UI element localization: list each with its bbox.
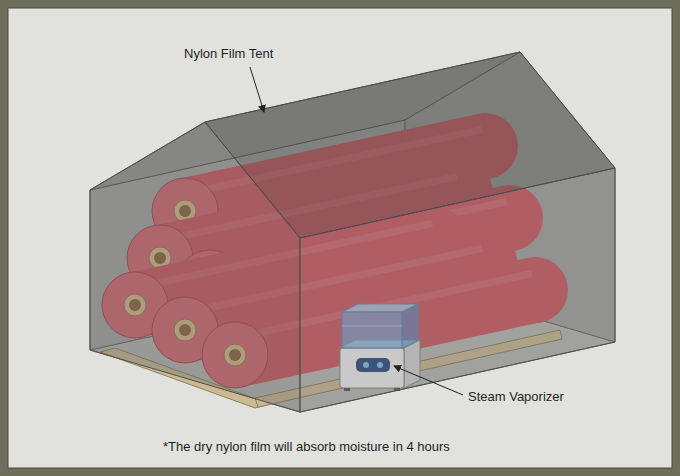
- background: [8, 8, 672, 468]
- leader-line: [250, 67, 264, 112]
- note-text: *The dry nylon film will absorb moisture…: [163, 439, 450, 455]
- part-label: Steam Vaporizer: [468, 389, 564, 405]
- part-label: Nylon Film Tent: [184, 46, 273, 62]
- tent-near-roof: [205, 52, 615, 238]
- leader-line: [394, 366, 463, 395]
